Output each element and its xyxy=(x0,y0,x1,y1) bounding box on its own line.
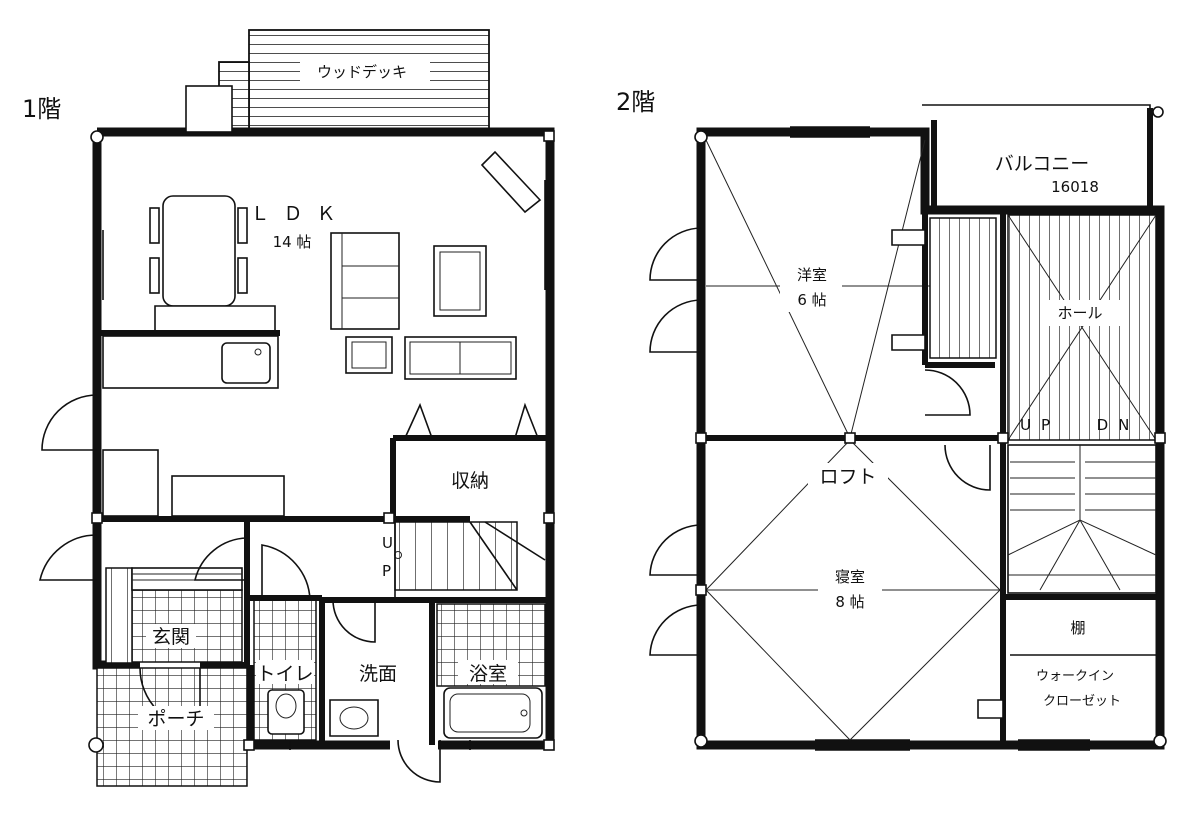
second-floor-left-doors xyxy=(649,227,702,656)
first-floor-posts xyxy=(90,130,555,751)
walkin-label-1: ウォークイン xyxy=(1036,669,1114,684)
sideboard xyxy=(171,475,285,517)
bathroom-label: 浴室 xyxy=(469,663,507,685)
washroom-label: 洗面 xyxy=(359,663,397,685)
western-room-area: 6 帖 xyxy=(797,291,826,309)
second-floor-title: 2階 xyxy=(616,88,655,116)
toilet-seat xyxy=(267,689,305,735)
first-floor-title: 1階 xyxy=(22,95,61,123)
storage-room: 収納 xyxy=(390,402,550,522)
first-floor-windows xyxy=(96,180,552,750)
stairs-up-p: P xyxy=(382,562,391,580)
walkin-closet: 棚 ウォークイン クローゼット xyxy=(977,619,1156,719)
toilet-room: トイレ xyxy=(250,544,325,745)
dining-chair xyxy=(149,207,160,244)
balcony-area: バルコニー 16018 xyxy=(922,104,1153,210)
wash-basin xyxy=(329,699,379,737)
entrance-area: 玄関 xyxy=(38,519,250,745)
walkin-label-2: クローゼット xyxy=(1043,694,1121,709)
balcony-label: バルコニー xyxy=(995,153,1090,175)
sofa xyxy=(330,232,400,330)
porch-label: ポーチ xyxy=(147,708,204,730)
washroom-room: 洗面 xyxy=(322,597,550,783)
dining-chair xyxy=(149,257,160,294)
wood-deck-label: ウッドデッキ xyxy=(317,63,407,81)
ldk-room: ＬＤＫ 14 帖 xyxy=(41,150,542,522)
loft-label: ロフト xyxy=(819,466,876,488)
balcony-note: 16018 xyxy=(1051,178,1099,196)
cupboard xyxy=(102,449,159,517)
entrance-label: 玄関 xyxy=(152,626,190,648)
stairs-down-label: DN xyxy=(1097,416,1140,434)
second-floor-posts xyxy=(694,106,1167,748)
dining-chair xyxy=(237,257,248,294)
kitchen-sink xyxy=(221,342,271,384)
bedroom-area: 寝室 8 帖 xyxy=(705,565,1001,741)
first-floor-stairs: U P xyxy=(382,521,546,598)
second-floor-stairs xyxy=(1003,444,1160,600)
hall-area: ホール UP DN xyxy=(1000,210,1157,745)
coffee-table xyxy=(433,245,487,317)
bathroom-room: 浴室 xyxy=(436,603,546,739)
corner-speaker xyxy=(480,150,542,214)
second-floor-windows xyxy=(790,126,1090,751)
bedroom-label: 寝室 xyxy=(835,568,865,586)
armchair xyxy=(345,336,393,374)
stairs-up-label: UP xyxy=(1020,416,1060,434)
wood-deck: ウッドデッキ xyxy=(218,29,490,133)
western-room-label: 洋室 xyxy=(797,266,827,284)
dining-chair xyxy=(237,207,248,244)
bathtub xyxy=(443,687,543,739)
western-closet xyxy=(891,210,997,416)
shelf-label: 棚 xyxy=(1070,619,1085,637)
dining-table xyxy=(162,195,236,307)
storage-label: 収納 xyxy=(451,470,489,492)
toilet-label: トイレ xyxy=(256,663,313,685)
first-floor: 1階 ウッドデッキ ＬＤＫ 14 帖 xyxy=(22,29,555,787)
ldk-area-label: 14 帖 xyxy=(273,233,312,251)
bedroom-area: 8 帖 xyxy=(835,593,864,611)
ldk-label: ＬＤＫ xyxy=(250,203,349,225)
stairs-up-u: U xyxy=(382,534,393,552)
second-floor: 2階 バルコニー 16018 洋室 6 帖 xyxy=(616,88,1167,751)
hall-label: ホール xyxy=(1057,304,1102,322)
porch-area: ポーチ xyxy=(88,667,248,787)
